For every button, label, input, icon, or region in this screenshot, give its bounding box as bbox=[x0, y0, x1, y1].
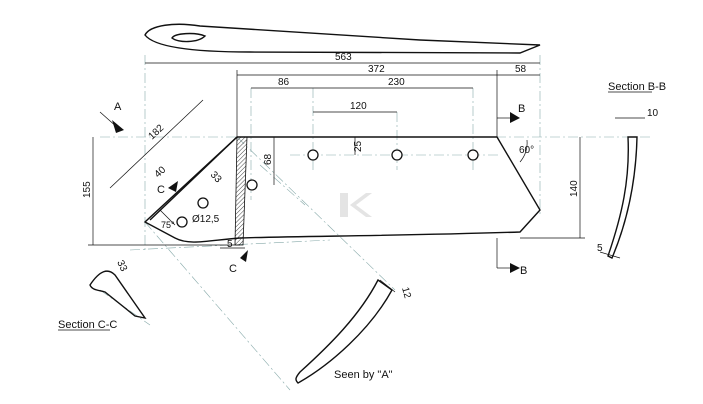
dim-68: 68 bbox=[263, 153, 274, 165]
watermark-logo bbox=[340, 193, 372, 217]
dim-75deg: 75° bbox=[161, 220, 175, 230]
hole bbox=[307, 149, 319, 161]
dim-cc-33: 33 bbox=[114, 259, 129, 274]
holes bbox=[176, 149, 479, 228]
dim-40: 40 bbox=[153, 164, 169, 180]
section-cc-profile bbox=[58, 270, 147, 331]
seen-by-a-blade bbox=[295, 278, 396, 384]
dim-hole-diameter: Ø12,5 bbox=[192, 214, 220, 225]
dim-230: 230 bbox=[388, 77, 405, 88]
marker-b-bottom: B bbox=[520, 265, 527, 277]
dimension-lines bbox=[88, 62, 645, 259]
dim-182: 182 bbox=[147, 122, 167, 142]
dim-60deg: 60° bbox=[519, 145, 534, 156]
section-bb-label: Section B-B bbox=[608, 81, 666, 93]
section-cc-label: Section C-C bbox=[58, 319, 117, 331]
hole bbox=[197, 197, 209, 209]
dim-58: 58 bbox=[515, 64, 527, 75]
top-view-blade bbox=[144, 23, 541, 54]
dim-563: 563 bbox=[335, 52, 352, 63]
hole bbox=[391, 149, 403, 161]
section-arrows bbox=[99, 111, 520, 273]
hole bbox=[467, 149, 479, 161]
section-bb-profile bbox=[607, 91, 652, 259]
marker-b-top: B bbox=[518, 103, 525, 115]
dim-bb-10: 10 bbox=[647, 108, 659, 119]
marker-c-bottom: C bbox=[229, 263, 237, 275]
dim-155: 155 bbox=[82, 181, 93, 198]
hole bbox=[176, 216, 188, 228]
seen-by-a-label: Seen by "A" bbox=[334, 369, 393, 381]
dim-33: 33 bbox=[208, 170, 224, 186]
dim-bb-5: 5 bbox=[597, 243, 603, 254]
dim-12: 12 bbox=[399, 286, 413, 300]
dim-25: 25 bbox=[353, 140, 364, 152]
dim-372: 372 bbox=[368, 64, 385, 75]
dim-140: 140 bbox=[569, 180, 580, 197]
marker-a: A bbox=[114, 101, 122, 113]
share-body bbox=[143, 136, 541, 246]
marker-c-top: C bbox=[157, 184, 165, 196]
hole bbox=[246, 179, 258, 191]
dim-86: 86 bbox=[278, 77, 290, 88]
dim-5: 5 bbox=[227, 239, 233, 250]
dim-120: 120 bbox=[350, 101, 367, 112]
